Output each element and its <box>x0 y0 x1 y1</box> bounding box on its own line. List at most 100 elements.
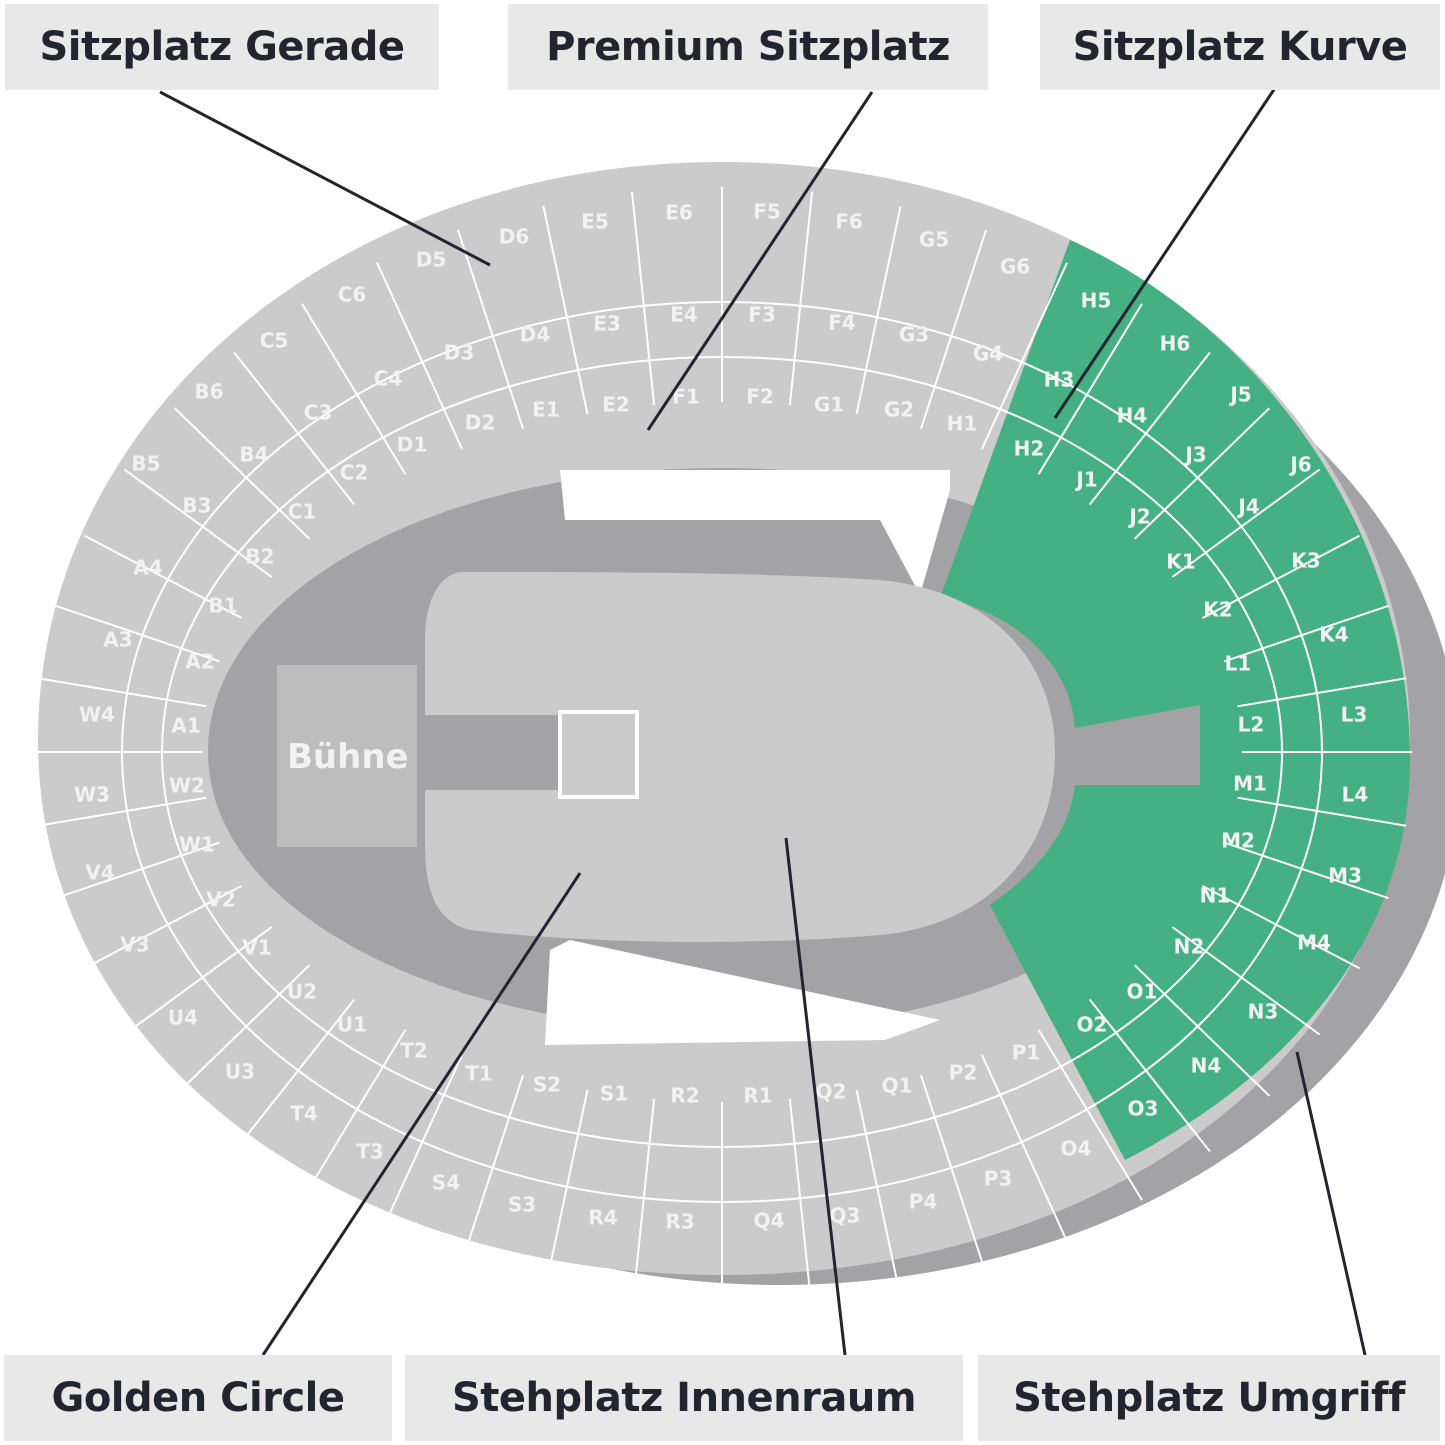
section-e3-label[interactable]: E3 <box>593 312 621 336</box>
section-g6-label[interactable]: G6 <box>1000 255 1030 279</box>
section-h1-label[interactable]: H1 <box>947 412 978 436</box>
section-f4-label[interactable]: F4 <box>828 311 856 335</box>
section-m4-label[interactable]: M4 <box>1297 931 1331 955</box>
section-d6-label[interactable]: D6 <box>499 225 530 249</box>
section-c3-label[interactable]: C3 <box>304 401 333 425</box>
section-w3-label[interactable]: W3 <box>74 783 110 807</box>
section-c6-label[interactable]: C6 <box>338 283 367 307</box>
section-k1-label[interactable]: K1 <box>1166 550 1195 574</box>
section-t4-label[interactable]: T4 <box>290 1102 318 1126</box>
section-l2-label[interactable]: L2 <box>1238 713 1265 737</box>
section-h3-label[interactable]: H3 <box>1044 368 1075 392</box>
section-n3-label[interactable]: N3 <box>1248 1000 1279 1024</box>
section-m3-label[interactable]: M3 <box>1328 864 1362 888</box>
section-b3-label[interactable]: B3 <box>182 494 211 518</box>
section-j6-label[interactable]: J6 <box>1288 453 1311 477</box>
section-b5-label[interactable]: B5 <box>131 452 160 476</box>
section-l1-label[interactable]: L1 <box>1225 652 1252 676</box>
section-v4-label[interactable]: V4 <box>85 861 114 885</box>
section-k2-label[interactable]: K2 <box>1203 598 1232 622</box>
section-g1-label[interactable]: G1 <box>814 393 844 417</box>
section-d4-label[interactable]: D4 <box>520 323 551 347</box>
section-q4-label[interactable]: Q4 <box>754 1209 785 1233</box>
section-f3-label[interactable]: F3 <box>748 303 776 327</box>
section-p1-label[interactable]: P1 <box>1012 1041 1041 1065</box>
section-d3-label[interactable]: D3 <box>444 341 475 365</box>
section-r2-label[interactable]: R2 <box>670 1084 699 1108</box>
section-t1-label[interactable]: T1 <box>465 1062 493 1086</box>
section-w4-label[interactable]: W4 <box>79 703 115 727</box>
golden-circle-area[interactable] <box>558 710 639 799</box>
section-u2-label[interactable]: U2 <box>287 980 317 1004</box>
section-a1-label[interactable]: A1 <box>171 714 200 738</box>
section-s4-label[interactable]: S4 <box>432 1171 460 1195</box>
section-c4-label[interactable]: C4 <box>374 367 403 391</box>
section-e2-label[interactable]: E2 <box>602 393 630 417</box>
section-q2-label[interactable]: Q2 <box>816 1080 847 1104</box>
section-h6-label[interactable]: H6 <box>1160 332 1191 356</box>
section-a4-label[interactable]: A4 <box>133 556 162 580</box>
section-o3-label[interactable]: O3 <box>1128 1097 1159 1121</box>
section-l3-label[interactable]: L3 <box>1341 703 1368 727</box>
section-k4-label[interactable]: K4 <box>1319 623 1348 647</box>
section-t3-label[interactable]: T3 <box>356 1140 384 1164</box>
section-q3-label[interactable]: Q3 <box>830 1204 861 1228</box>
section-b1-label[interactable]: B1 <box>208 594 237 618</box>
section-e6-label[interactable]: E6 <box>665 201 693 225</box>
section-b2-label[interactable]: B2 <box>245 545 274 569</box>
section-g2-label[interactable]: G2 <box>884 398 914 422</box>
section-c1-label[interactable]: C1 <box>288 500 317 524</box>
section-j3-label[interactable]: J3 <box>1183 443 1206 467</box>
section-t2-label[interactable]: T2 <box>400 1039 428 1063</box>
section-f5-label[interactable]: F5 <box>753 200 781 224</box>
section-o1-label[interactable]: O1 <box>1127 980 1158 1004</box>
section-b6-label[interactable]: B6 <box>194 380 223 404</box>
section-b4-label[interactable]: B4 <box>239 443 268 467</box>
section-r4-label[interactable]: R4 <box>588 1206 617 1230</box>
section-c5-label[interactable]: C5 <box>260 329 289 353</box>
section-s3-label[interactable]: S3 <box>508 1193 536 1217</box>
section-m1-label[interactable]: M1 <box>1233 772 1267 796</box>
section-f6-label[interactable]: F6 <box>835 210 863 234</box>
section-c2-label[interactable]: C2 <box>340 461 369 485</box>
section-l4-label[interactable]: L4 <box>1342 783 1369 807</box>
section-h5-label[interactable]: H5 <box>1081 289 1112 313</box>
section-r3-label[interactable]: R3 <box>665 1210 694 1234</box>
section-p2-label[interactable]: P2 <box>949 1061 978 1085</box>
section-w2-label[interactable]: W2 <box>169 774 205 798</box>
section-o2-label[interactable]: O2 <box>1077 1013 1108 1037</box>
section-u3-label[interactable]: U3 <box>225 1060 255 1084</box>
section-p3-label[interactable]: P3 <box>984 1167 1013 1191</box>
section-g4-label[interactable]: G4 <box>973 342 1003 366</box>
section-d2-label[interactable]: D2 <box>465 411 496 435</box>
section-v2-label[interactable]: V2 <box>206 888 235 912</box>
section-j1-label[interactable]: J1 <box>1074 468 1097 492</box>
section-g5-label[interactable]: G5 <box>919 228 949 252</box>
section-n4-label[interactable]: N4 <box>1191 1054 1222 1078</box>
section-n2-label[interactable]: N2 <box>1174 935 1205 959</box>
section-e4-label[interactable]: E4 <box>670 303 698 327</box>
section-n1-label[interactable]: N1 <box>1200 884 1231 908</box>
section-e1-label[interactable]: E1 <box>532 398 560 422</box>
section-r1-label[interactable]: R1 <box>743 1084 772 1108</box>
sitzplatz-kurve-zone[interactable] <box>940 240 1410 1160</box>
section-u4-label[interactable]: U4 <box>168 1006 198 1030</box>
section-w1-label[interactable]: W1 <box>179 833 215 857</box>
section-v1-label[interactable]: V1 <box>242 936 271 960</box>
section-q1-label[interactable]: Q1 <box>882 1074 913 1098</box>
section-f2-label[interactable]: F2 <box>746 385 774 409</box>
section-j4-label[interactable]: J4 <box>1236 495 1259 519</box>
section-d1-label[interactable]: D1 <box>397 433 428 457</box>
section-m2-label[interactable]: M2 <box>1221 829 1255 853</box>
section-a2-label[interactable]: A2 <box>185 650 214 674</box>
section-e5-label[interactable]: E5 <box>581 210 609 234</box>
section-v3-label[interactable]: V3 <box>120 933 149 957</box>
section-d5-label[interactable]: D5 <box>416 248 447 272</box>
stehplatz-innenraum-area[interactable] <box>425 572 1055 942</box>
section-o4-label[interactable]: O4 <box>1061 1137 1092 1161</box>
section-k3-label[interactable]: K3 <box>1291 549 1320 573</box>
section-g3-label[interactable]: G3 <box>899 323 929 347</box>
section-p4-label[interactable]: P4 <box>909 1190 938 1214</box>
section-s1-label[interactable]: S1 <box>600 1082 628 1106</box>
section-j5-label[interactable]: J5 <box>1228 383 1251 407</box>
